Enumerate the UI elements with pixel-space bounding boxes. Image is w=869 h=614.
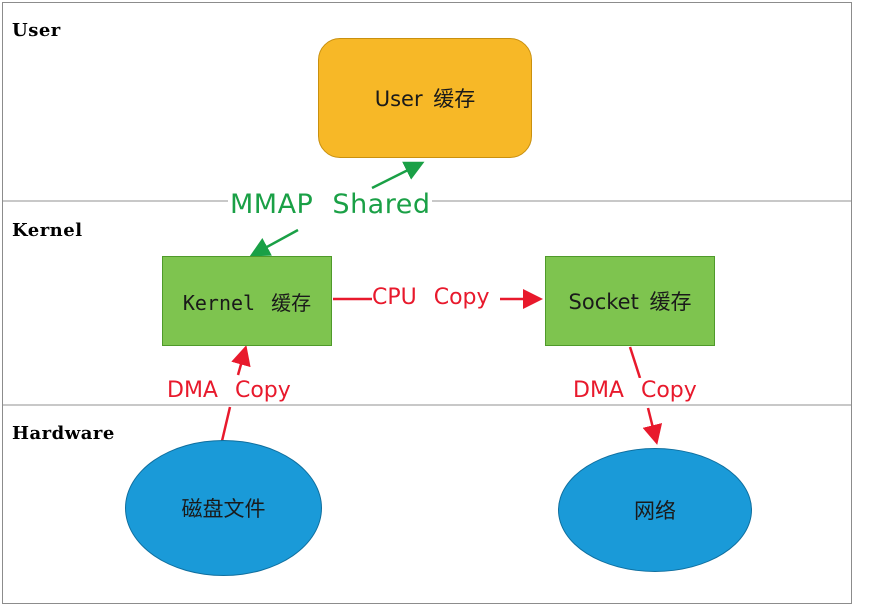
dma-copy-out-lower bbox=[642, 407, 663, 445]
mmap-shared-label: MMAP Shared bbox=[228, 189, 433, 220]
network-label: 网络 bbox=[634, 499, 676, 523]
dma-copy-out-label: DMA Copy bbox=[571, 378, 699, 403]
layer-label-kernel: Kernel bbox=[12, 220, 83, 241]
cpu-copy-label: CPU Copy bbox=[372, 285, 490, 310]
socket-cache-label: Socket 缓存 bbox=[568, 290, 692, 314]
socket-cache-node: Socket 缓存 bbox=[545, 256, 715, 346]
network-node: 网络 bbox=[558, 448, 752, 572]
user-cache-label: User 缓存 bbox=[374, 87, 476, 111]
dma-copy-in-label: DMA Copy bbox=[165, 378, 293, 403]
mmap-arrow-down bbox=[249, 228, 299, 257]
diagram-frame bbox=[2, 2, 852, 604]
kernel-cache-label: Kernel 缓存 bbox=[182, 290, 312, 315]
dma-copy-out-upper bbox=[628, 346, 642, 379]
disk-file-label: 磁盘文件 bbox=[181, 497, 266, 521]
mmap-arrow-up bbox=[371, 161, 425, 190]
dma-copy-in-lower bbox=[220, 406, 232, 442]
disk-file-node: 磁盘文件 bbox=[125, 440, 322, 576]
dma-copy-in-upper bbox=[231, 345, 251, 376]
kernel-hardware-divider bbox=[3, 404, 851, 406]
layer-label-user: User bbox=[12, 20, 61, 41]
user-cache-node: User 缓存 bbox=[318, 38, 532, 158]
kernel-cache-node: Kernel 缓存 bbox=[162, 256, 332, 346]
layer-label-hardware: Hardware bbox=[12, 423, 115, 444]
